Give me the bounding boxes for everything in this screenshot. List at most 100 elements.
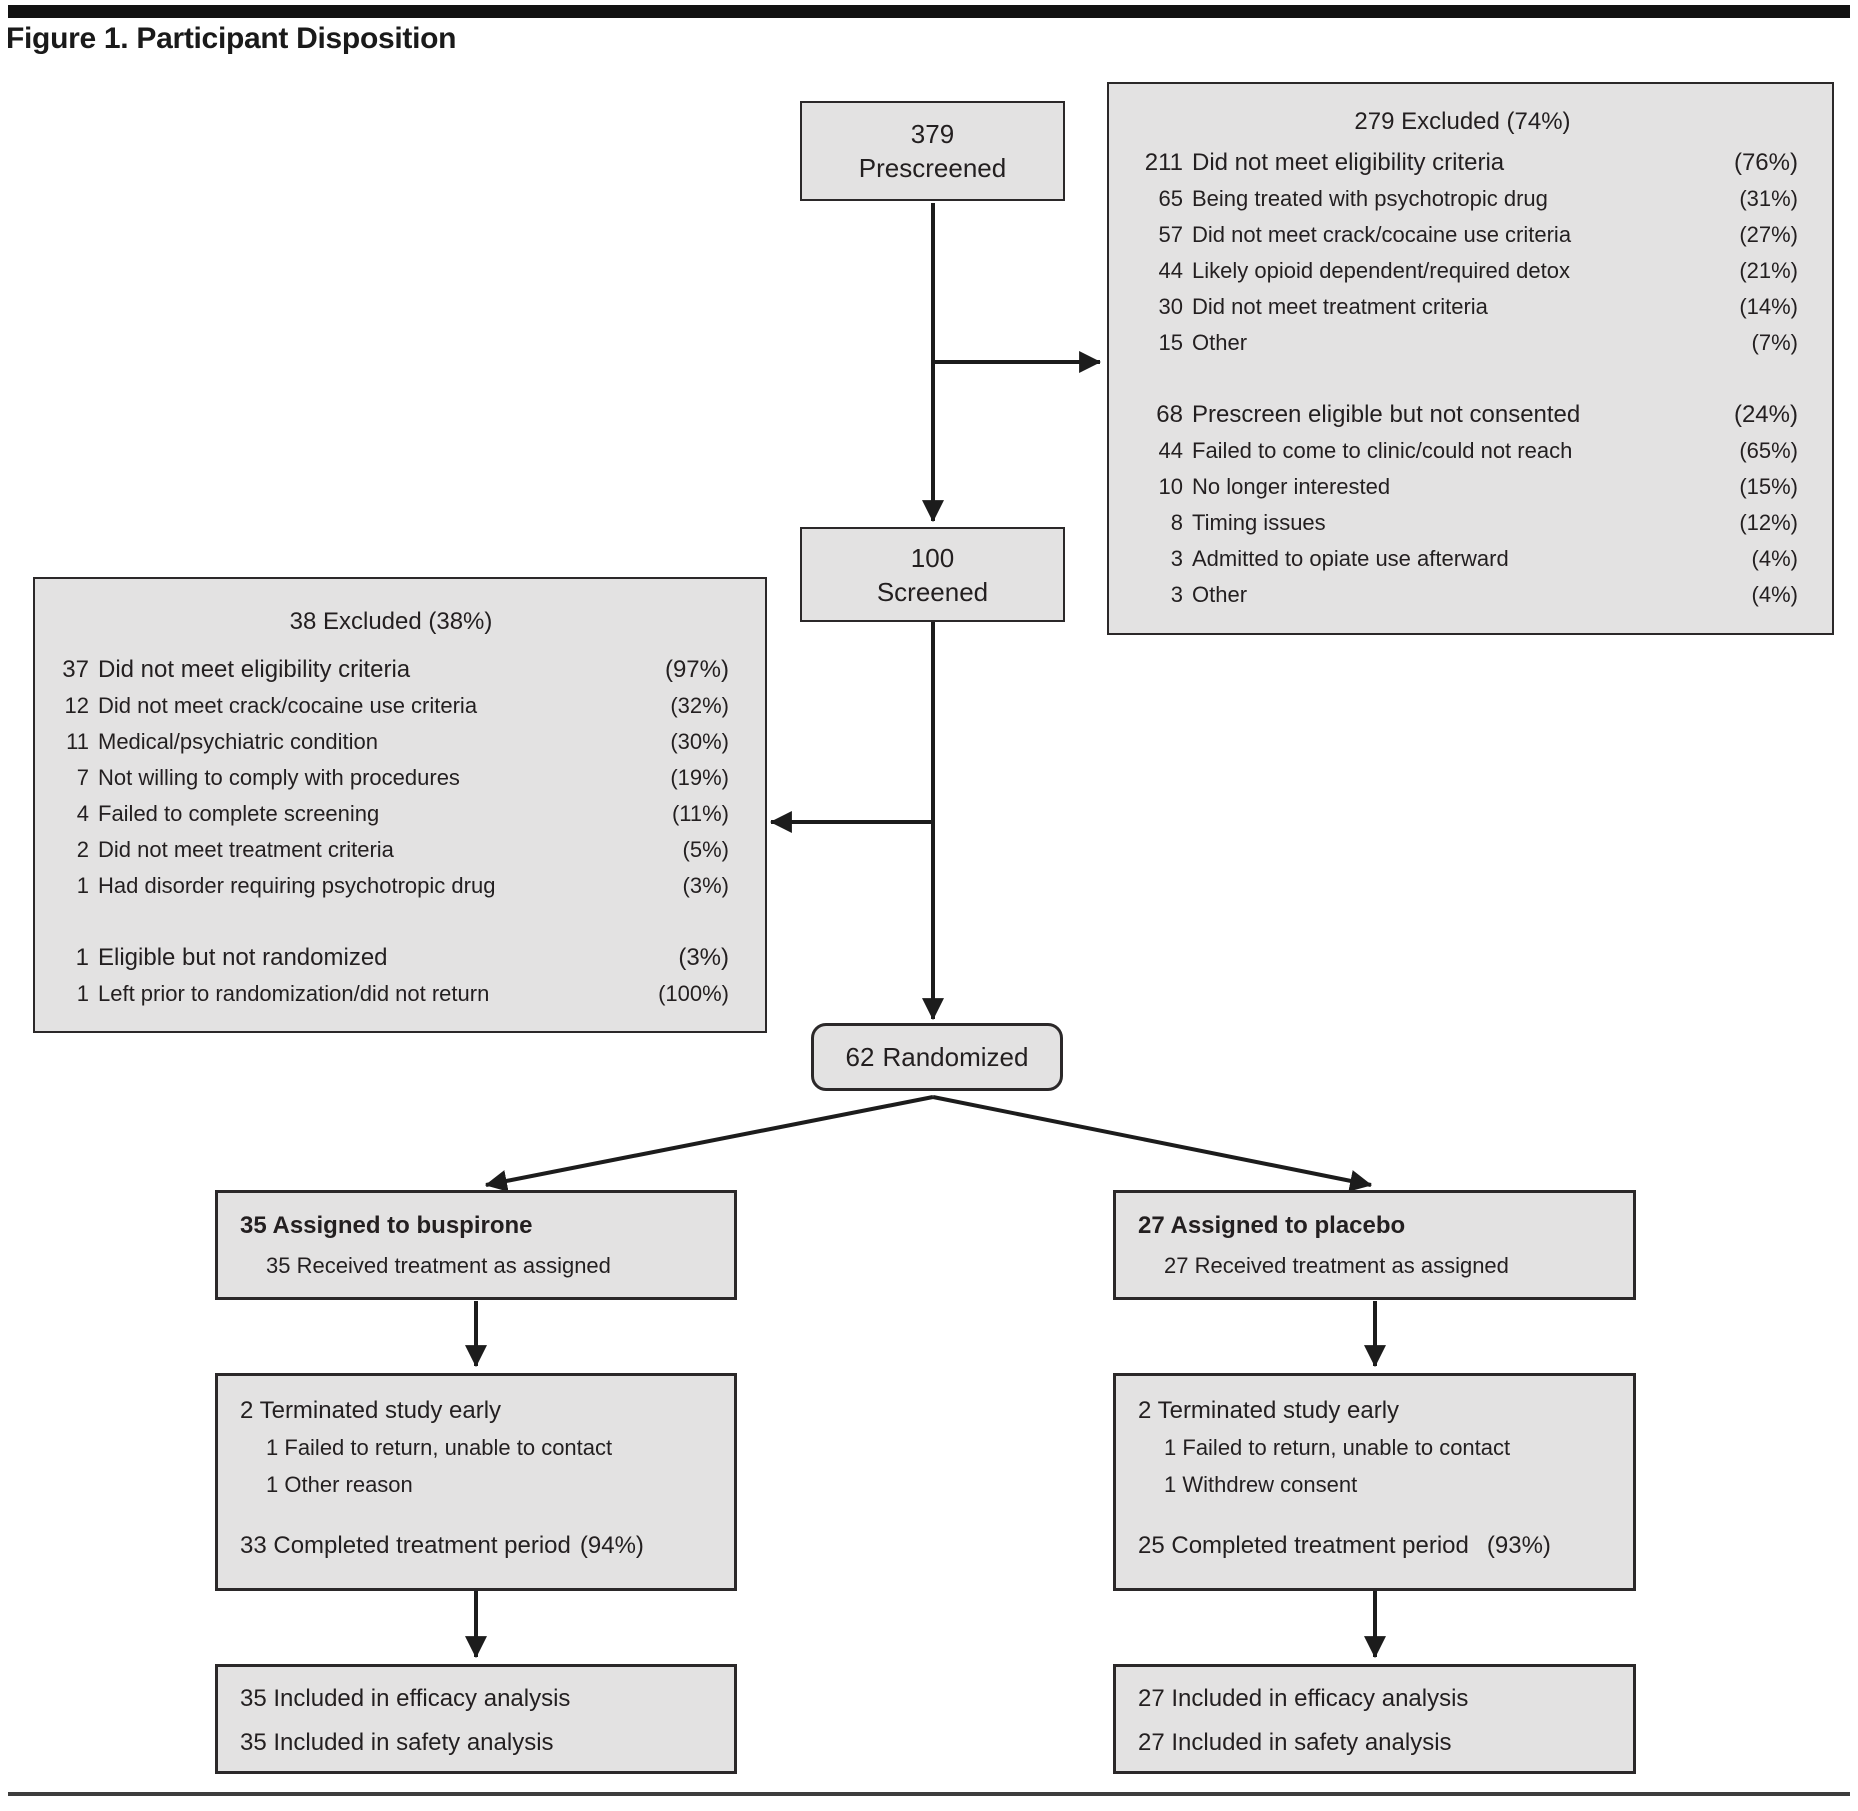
row-label: Had disorder requiring psychotropic drug [98,873,496,898]
row-label: Other [1192,330,1248,355]
row-count: 27 [1138,1212,1165,1239]
row-label: Other reason [284,1472,413,1497]
row-percent: (30%) [670,729,729,754]
flow-row: 37 Did not meet eligibility criteria (97… [53,652,729,688]
flow-row: 2 Terminated study early [1116,1392,1633,1429]
row-count: 35 [240,1212,267,1239]
flow-row: 4 Failed to complete screening (11%) [53,796,729,832]
flow-row: 2 Terminated study early [218,1392,734,1429]
row-label: Withdrew consent [1182,1472,1358,1497]
row-percent: (5%) [682,837,729,862]
row-label: No longer interested [1192,474,1391,499]
row-count: 37 [62,656,89,683]
placebo-analysis-box: 27 Included in efficacy analysis 27 Incl… [1113,1664,1636,1774]
flow-row: 3 Other (4%) [1127,577,1798,613]
completed-row: 33 Completed treatment period (94%) [218,1527,734,1564]
flow-row: 65 Being treated with psychotropic drug … [1127,181,1798,217]
row-count: 35 [240,1729,267,1756]
flow-row: 44 Likely opioid dependent/required deto… [1127,253,1798,289]
prescreened-count: 379 [910,119,955,149]
row-count: 1 [1164,1472,1177,1497]
arrow-randomized-to-buspirone [484,1095,934,1192]
buspirone-analysis-box: 35 Included in efficacy analysis 35 Incl… [215,1664,737,1774]
flow-row: 1 Had disorder requiring psychotropic dr… [53,868,729,904]
box-header: 38 Excluded (38%) [289,608,493,635]
row-count: 33 [240,1532,267,1559]
bottom-rule [8,1792,1850,1796]
row-percent: (94%) [579,1532,644,1559]
row-label: Eligible but not randomized [98,944,388,971]
row-count: 1 [266,1435,279,1460]
row-percent: (100%) [658,981,729,1006]
row-label: Assigned to placebo [1170,1212,1406,1239]
row-count: 7 [76,765,89,790]
buspirone-arm-box: 35 Assigned to buspirone 35 Received tre… [215,1190,737,1300]
row-count: 1 [75,944,89,971]
prescreened-box: 379 Prescreened [800,101,1065,201]
randomized-label: Randomized [882,1042,1029,1072]
row-label: Medical/psychiatric condition [98,729,379,754]
flow-row: 35 Included in efficacy analysis [218,1677,734,1721]
row-count: 2 [76,837,89,862]
row-spacer [1127,361,1798,397]
row-label: Likely opioid dependent/required detox [1192,258,1570,283]
row-count: 4 [76,801,89,826]
row-count: 44 [1158,438,1183,463]
figure-title: Figure 1. Participant Disposition [6,22,457,55]
arm-sub-row: 35 Received treatment as assigned [218,1246,734,1286]
flow-row: 30 Did not meet treatment criteria (14%) [1127,289,1798,325]
placebo-arm-box: 27 Assigned to placebo 27 Received treat… [1113,1190,1636,1300]
row-count: 68 [1156,401,1183,428]
row-label: Completed treatment period [1171,1532,1469,1559]
row-count: 35 [240,1685,267,1712]
row-count: 12 [64,693,89,718]
row-label: Left prior to randomization/did not retu… [98,981,490,1006]
top-rule [8,5,1850,18]
prescreen-excluded-box: 279 Excluded (74%) 211 Did not meet elig… [1107,82,1834,635]
arm-title-row: 35 Assigned to buspirone [218,1206,734,1246]
flow-row: 57 Did not meet crack/cocaine use criter… [1127,217,1798,253]
row-label: Did not meet treatment criteria [98,837,394,862]
row-percent: (21%) [1739,258,1798,283]
row-label: Completed treatment period [273,1532,571,1559]
row-percent: (3%) [678,944,729,971]
row-label: Did not meet eligibility criteria [98,656,411,683]
row-count: 3 [1170,546,1183,571]
row-percent: (65%) [1739,438,1798,463]
row-label: Failed to come to clinic/could not reach [1192,438,1573,463]
flow-row: 11 Medical/psychiatric condition (30%) [53,724,729,760]
row-count: 35 [266,1253,291,1278]
flow-row: 1 Left prior to randomization/did not re… [53,976,729,1012]
row-count: 2 [1138,1397,1152,1424]
row-percent: (32%) [670,693,729,718]
flow-row: 12 Did not meet crack/cocaine use criter… [53,688,729,724]
row-count: 27 [1138,1729,1165,1756]
row-label: Failed to complete screening [98,801,380,826]
row-count: 11 [66,729,89,754]
completed-row: 25 Completed treatment period(93%) [1116,1527,1633,1564]
row-count: 8 [1170,510,1183,535]
row-count: 1 [1164,1435,1177,1460]
arrow-randomized-to-placebo [932,1095,1373,1192]
buspirone-termination-box: 2 Terminated study early 1 Failed to ret… [215,1373,737,1591]
row-percent: (7%) [1751,330,1798,355]
row-count: 10 [1158,474,1183,499]
randomized-box: 62 Randomized [811,1023,1063,1091]
row-count: 1 [76,873,89,898]
flow-row: 10 No longer interested (15%) [1127,469,1798,505]
flow-row: 8 Timing issues (12%) [1127,505,1798,541]
flow-row: 7 Not willing to comply with procedures … [53,760,729,796]
row-label: Other [1192,582,1248,607]
row-count: 27 [1138,1685,1165,1712]
row-label: Did not meet crack/cocaine use criteria [98,693,478,718]
row-count: 1 [266,1472,279,1497]
randomized-count: 62 [845,1042,875,1072]
placebo-termination-box: 2 Terminated study early 1 Failed to ret… [1113,1373,1636,1591]
row-percent: (14%) [1739,294,1798,319]
box-header: 279 Excluded (74%) [1354,108,1571,135]
prescreened-label: Prescreened [858,153,1007,183]
flow-row: 1 Withdrew consent [1116,1466,1633,1503]
flow-row: 1 Other reason [218,1466,734,1503]
row-count: 44 [1158,258,1183,283]
flow-row: 44 Failed to come to clinic/could not re… [1127,433,1798,469]
